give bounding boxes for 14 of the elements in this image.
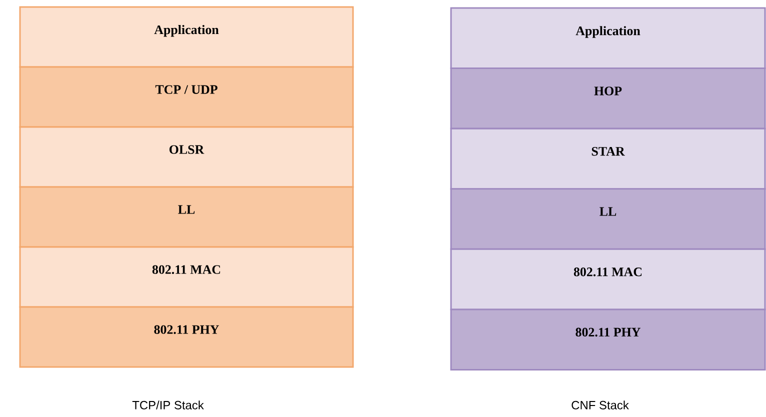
stack-layer: 802.11 MAC	[450, 248, 766, 310]
stack-layer: OLSR	[19, 126, 354, 188]
stack-layer: Application	[19, 6, 354, 68]
stack-layer: STAR	[450, 128, 766, 190]
stack-layer: LL	[450, 188, 766, 250]
stack-layer: LL	[19, 186, 354, 248]
stack-layer: Application	[450, 7, 766, 69]
stack-layer: HOP	[450, 68, 766, 130]
stack-label: TCP/IP Stack	[132, 400, 204, 410]
stack-layer: 802.11 MAC	[19, 246, 354, 308]
stack-layer: 802.11 PHY	[450, 308, 766, 370]
stack-label: CNF Stack	[572, 400, 629, 410]
stack-layer: 802.11 PHY	[19, 306, 354, 368]
stack-layer: TCP / UDP	[19, 66, 354, 128]
